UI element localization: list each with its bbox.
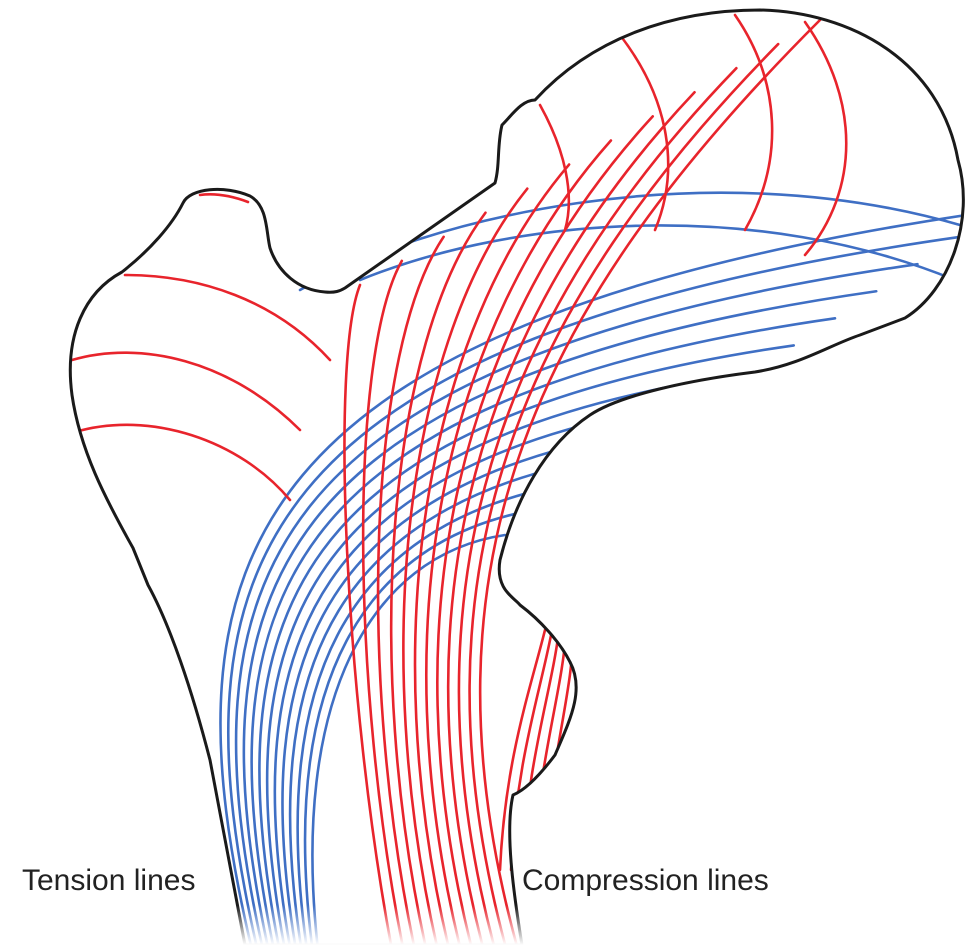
compression-line [378, 237, 444, 945]
tension-lines-group [220, 193, 979, 945]
compression-lines-group [72, 15, 846, 945]
compression-line [805, 22, 846, 255]
compression-line [735, 15, 772, 230]
compression-lines-label: Compression lines [522, 866, 769, 896]
compression-line [500, 630, 545, 870]
compression-line [200, 194, 248, 202]
compression-line [555, 630, 581, 870]
compression-line [75, 425, 290, 500]
shaft-fade [150, 905, 570, 945]
compression-line [540, 105, 569, 230]
compression-line [470, 44, 779, 945]
tension-lines-label: Tension lines [22, 866, 195, 896]
tension-line [305, 508, 546, 945]
compression-line [72, 353, 300, 430]
compression-line [533, 630, 566, 870]
tension-line [244, 291, 876, 945]
compression-line [125, 275, 330, 360]
femur-outline [70, 10, 963, 945]
compression-line [522, 630, 559, 870]
tension-line [236, 264, 917, 945]
